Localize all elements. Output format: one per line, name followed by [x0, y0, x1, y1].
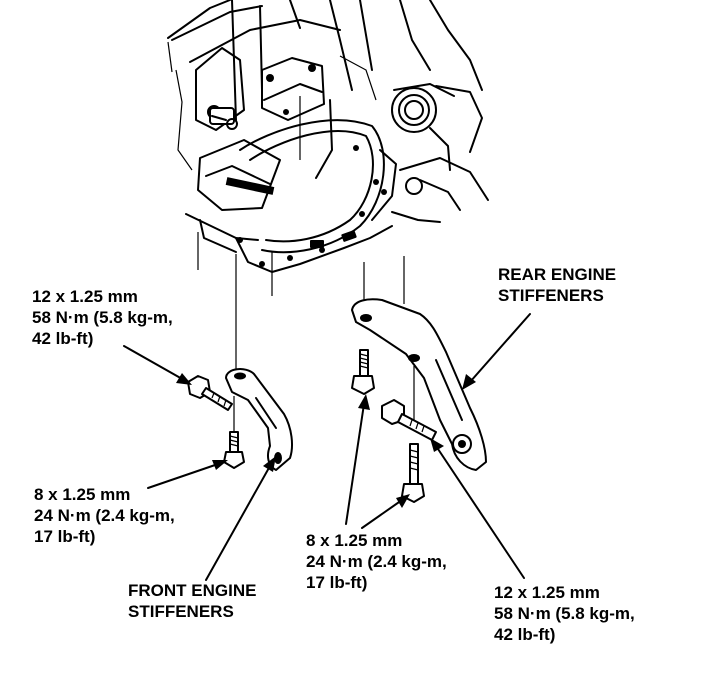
front-8mm-bolt-graphic [223, 431, 245, 469]
rear-8mm-bolt-spec: 8 x 1.25 mm 24 N·m (2.4 kg-m, 17 lb-ft) [306, 530, 447, 593]
front-8mm-bolt-spec: 8 x 1.25 mm 24 N·m (2.4 kg-m, 17 lb-ft) [34, 484, 175, 547]
front-engine-stiffeners-label: FRONT ENGINE STIFFENERS [128, 580, 256, 622]
bolt-torque-ftlb: 17 lb-ft) [306, 573, 368, 592]
alignment-guides [197, 232, 415, 432]
engine-block-illustration [167, 0, 489, 273]
rear-12mm-bolt-graphic [381, 399, 437, 441]
bolt-torque-ftlb: 42 lb-ft) [494, 625, 556, 644]
bolt-torque-ftlb: 17 lb-ft) [34, 527, 96, 546]
label-line-1: FRONT ENGINE [128, 581, 257, 600]
bolt-torque: 24 N·m (2.4 kg-m, [34, 506, 175, 525]
bolt-size: 8 x 1.25 mm [34, 485, 131, 504]
front-12mm-bolt-spec: 12 x 1.25 mm 58 N·m (5.8 kg-m, 42 lb-ft) [32, 286, 173, 349]
front-12mm-bolt-graphic [187, 375, 233, 411]
bolt-torque: 58 N·m (5.8 kg-m, [32, 308, 173, 327]
bolt-torque: 24 N·m (2.4 kg-m, [306, 552, 447, 571]
rear-engine-stiffeners-label: REAR ENGINE STIFFENERS [498, 264, 616, 306]
bolt-size: 12 x 1.25 mm [32, 287, 138, 306]
bolt-size: 8 x 1.25 mm [306, 531, 403, 550]
label-line-2: STIFFENERS [128, 602, 234, 621]
front-engine-stiffener [225, 368, 293, 471]
label-line-2: STIFFENERS [498, 286, 604, 305]
bolt-size: 12 x 1.25 mm [494, 583, 600, 602]
rear-8mm-bolt-graphic-1 [351, 349, 375, 395]
rear-8mm-bolt-graphic-2 [401, 443, 425, 503]
bolt-torque: 58 N·m (5.8 kg-m, [494, 604, 635, 623]
leader-arrows [123, 313, 531, 581]
label-line-1: REAR ENGINE [498, 265, 617, 284]
rear-engine-stiffener [351, 298, 487, 471]
rear-12mm-bolt-spec: 12 x 1.25 mm 58 N·m (5.8 kg-m, 42 lb-ft) [494, 582, 635, 645]
bolt-torque-ftlb: 42 lb-ft) [32, 329, 94, 348]
